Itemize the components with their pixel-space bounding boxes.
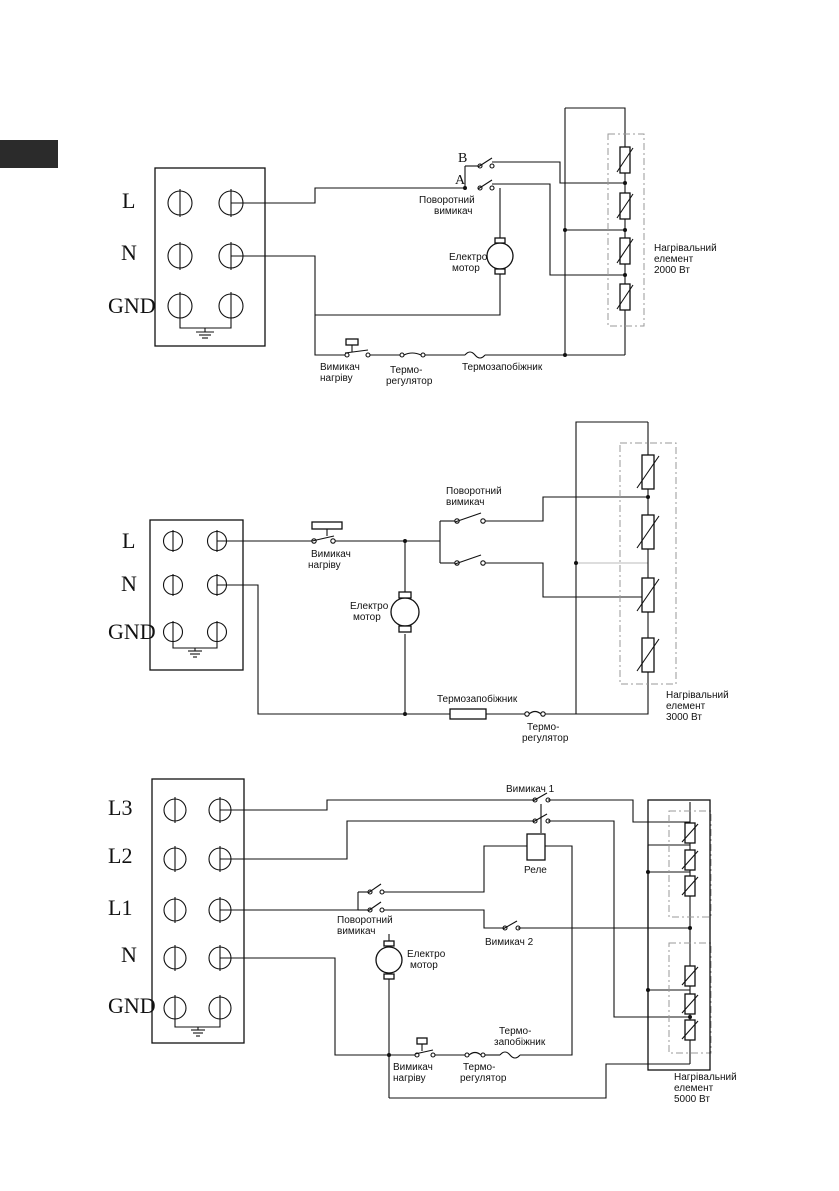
thermostat-label-1: Термо- <box>527 722 559 733</box>
heater-label-1: Нагрівальний <box>654 243 717 254</box>
heat-switch-icon <box>344 338 371 358</box>
thermostat-label-1: Термо- <box>463 1062 495 1073</box>
terminal-label-l: L <box>122 528 135 553</box>
rotary-switch-label-1: Поворотний <box>446 486 502 497</box>
heater-label-3: 5000 Вт <box>674 1094 710 1105</box>
terminal-label-n: N <box>121 240 137 265</box>
relay-label: Реле <box>524 865 547 876</box>
heater-resistors-diagram2 <box>636 452 660 678</box>
motor-label-1: Електро <box>449 252 488 263</box>
fuse-icon <box>449 708 487 720</box>
heater-label-1: Нагрівальний <box>674 1072 737 1083</box>
rotary-switch-label-2: вимикач <box>446 497 485 508</box>
thermostat-label-2: регулятор <box>386 376 433 387</box>
thermostat-label-2: регулятор <box>522 733 569 744</box>
switch-contacts-diagram1 <box>463 157 627 357</box>
terminal-label-n: N <box>121 571 137 596</box>
motor-label-1: Електро <box>407 949 446 960</box>
terminal-label-gnd: GND <box>108 993 156 1018</box>
diagram-5000w: L3 L2 L1 N GND <box>108 778 737 1105</box>
wires-diagram2 <box>217 421 649 715</box>
motor-label-1: Електро <box>350 601 389 612</box>
terminal-sockets <box>162 530 228 658</box>
motor-icon <box>375 940 403 980</box>
terminal-label-gnd: GND <box>108 619 156 644</box>
fuse-icon <box>499 1051 521 1059</box>
heater-frame <box>647 799 711 1071</box>
terminal-sockets <box>163 797 232 1037</box>
heater-label-3: 2000 Вт <box>654 265 690 276</box>
heat-switch-label-2: нагріву <box>393 1073 426 1084</box>
switch1-label: Вимикач 1 <box>506 784 555 795</box>
switch-contacts-diagram3 <box>367 792 692 1057</box>
rotary-switch-label-2: вимикач <box>434 206 473 217</box>
rotary-switch-label-1: Поворотний <box>419 195 475 206</box>
heat-switch-icon <box>414 1037 436 1058</box>
heat-switch-icon <box>311 521 343 544</box>
heater-label-2: елемент <box>666 701 706 712</box>
terminal-label-l1: L1 <box>108 895 132 920</box>
diagram-2000w: L N GND <box>108 107 717 387</box>
terminal-label-l2: L2 <box>108 843 132 868</box>
heater-label-1: Нагрівальний <box>666 690 729 701</box>
terminal-label-l: L <box>122 188 135 213</box>
fuse-label: Термозапобіжник <box>437 693 518 705</box>
switch2-label: Вимикач 2 <box>485 937 534 948</box>
thermostat-label-2: регулятор <box>460 1073 507 1084</box>
thermostat-icon <box>524 710 546 717</box>
thermostat-label-1: Термо- <box>390 365 422 376</box>
heater-enclosure-upper <box>668 810 712 918</box>
heater-label-3: 3000 Вт <box>666 712 702 723</box>
rotary-switch-label-2: вимикач <box>337 926 376 937</box>
motor-label-2: мотор <box>452 263 480 274</box>
terminal-block <box>151 778 245 1044</box>
motor-label-2: мотор <box>410 960 438 971</box>
heat-switch-label-1: Вимикач <box>320 362 360 373</box>
fuse-label-2: запобіжник <box>494 1036 546 1048</box>
heater-resistors-diagram1 <box>616 143 634 311</box>
thermostat-icon <box>399 352 426 358</box>
motor-icon <box>486 237 514 275</box>
motor-icon <box>390 591 420 633</box>
thermostat-icon <box>464 1051 486 1058</box>
terminal-block <box>149 519 244 671</box>
fuse-icon <box>464 351 486 359</box>
relay-icon <box>526 833 546 861</box>
switch-pos-b-label: B <box>458 151 467 166</box>
heat-switch-label-1: Вимикач <box>393 1062 433 1073</box>
switch-pos-a-label: A <box>455 173 466 188</box>
heater-enclosure <box>619 442 677 685</box>
heat-switch-label-2: нагріву <box>308 560 341 571</box>
rotary-switch-label-1: Поворотний <box>337 915 393 926</box>
heater-enclosure-lower <box>668 942 712 1054</box>
fuse-label: Термозапобіжник <box>462 361 543 373</box>
wires-diagram3 <box>220 799 691 1099</box>
page-tab-marker <box>0 140 58 168</box>
heater-label-2: елемент <box>674 1083 714 1094</box>
heater-label-2: елемент <box>654 254 694 265</box>
heater-resistors-diagram3 <box>681 822 699 1041</box>
motor-label-2: мотор <box>353 612 381 623</box>
terminal-label-gnd: GND <box>108 293 156 318</box>
fuse-label-1: Термо- <box>499 1026 531 1037</box>
diagram-3000w: L N GND <box>108 421 729 744</box>
heater-enclosure <box>607 133 645 327</box>
switch-contacts-diagram2 <box>403 495 650 716</box>
terminal-label-n: N <box>121 942 137 967</box>
heat-switch-label-2: нагріву <box>320 373 353 384</box>
terminal-label-l3: L3 <box>108 795 132 820</box>
heat-switch-label-1: Вимикач <box>311 549 351 560</box>
